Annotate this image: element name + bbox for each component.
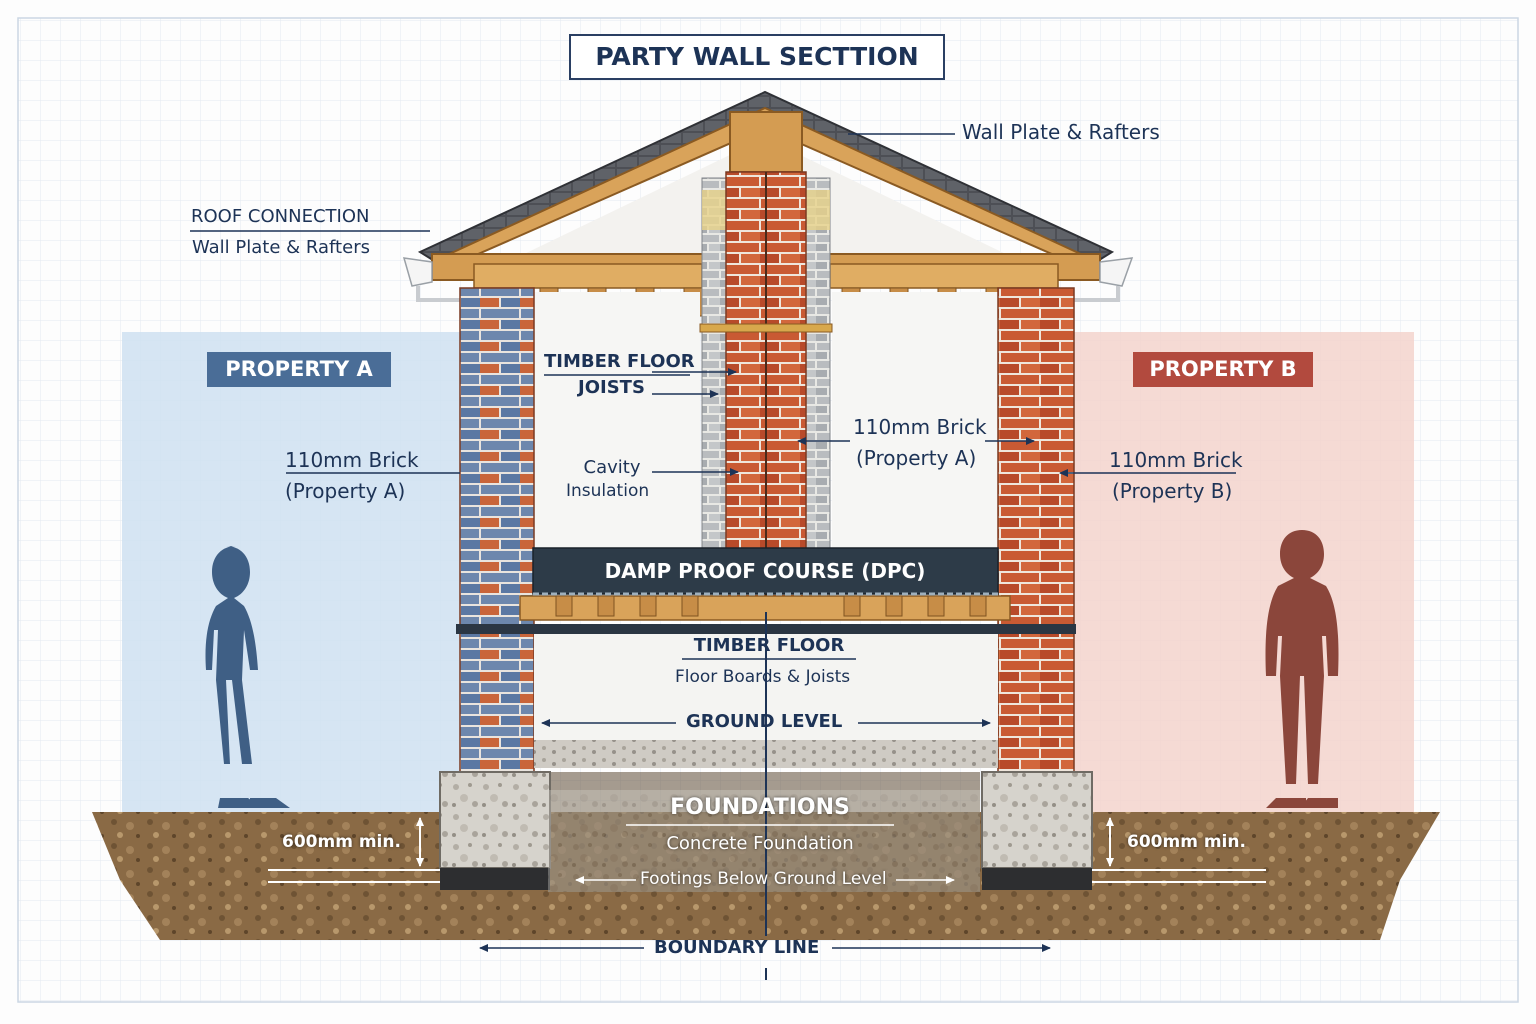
foundation-right <box>981 771 1093 869</box>
outer-wall-right <box>997 287 1075 774</box>
brick-centre-label-line1: 110mm Brick <box>853 415 987 439</box>
room-left <box>534 292 700 548</box>
dpc-label: DAMP PROOF COURSE (DPC) <box>604 559 926 583</box>
outer-wall-left <box>459 287 535 774</box>
brick-left-label-line2: (Property A) <box>285 479 406 503</box>
room-right <box>832 292 998 548</box>
footing-right <box>982 868 1092 890</box>
concrete-foundation-label: Concrete Foundation <box>666 833 854 854</box>
timber-joists-label-line2: JOISTS <box>578 377 645 398</box>
timber-floor-label: TIMBER FLOOR <box>693 635 845 656</box>
property-a-label: PROPERTY A <box>207 352 391 387</box>
property-a-panel <box>122 332 462 812</box>
brick-right-label-line2: (Property B) <box>1112 479 1233 503</box>
wall-plate-rafters-label-left: Wall Plate & Rafters <box>192 237 370 258</box>
floor-boards-label: Floor Boards & Joists <box>675 667 851 687</box>
brick-right-label-line1: 110mm Brick <box>1109 448 1243 472</box>
foundation-leaders <box>575 824 955 884</box>
person-b-silhouette <box>1265 530 1339 808</box>
footing-left <box>440 868 550 890</box>
property-b-label: PROPERTY B <box>1133 352 1313 387</box>
roof-connection-label: ROOF CONNECTION <box>191 206 370 227</box>
foundations-label: FOUNDATIONS <box>670 795 850 820</box>
person-a-silhouette <box>205 546 290 808</box>
boundary-line-label: BOUNDARY LINE <box>654 937 820 958</box>
property-b-panel <box>1074 332 1414 812</box>
first-floor-joists <box>555 595 987 617</box>
dpc-band <box>532 547 999 595</box>
cavity-label-line1: Cavity <box>583 457 641 478</box>
footings-label: Footings Below Ground Level <box>640 869 887 889</box>
depth-markers <box>268 817 1266 883</box>
brick-left-label-line1: 110mm Brick <box>285 448 419 472</box>
timber-joists-label-line1: TIMBER FLOOR <box>544 351 695 372</box>
page-title: PARTY WALL SECTTION <box>569 34 945 80</box>
ground-level-label: GROUND LEVEL <box>686 711 843 732</box>
brick-centre-label-line2: (Property A) <box>856 446 977 470</box>
party-wall <box>699 171 833 614</box>
cavity-label-line2: Insulation <box>566 481 650 501</box>
leader-lines <box>190 133 1236 980</box>
depth-left-label: 600mm min. <box>282 832 401 852</box>
wall-plate-rafters-label-top: Wall Plate & Rafters <box>962 120 1160 144</box>
depth-right-label: 600mm min. <box>1127 832 1246 852</box>
foundation-left <box>439 771 551 869</box>
